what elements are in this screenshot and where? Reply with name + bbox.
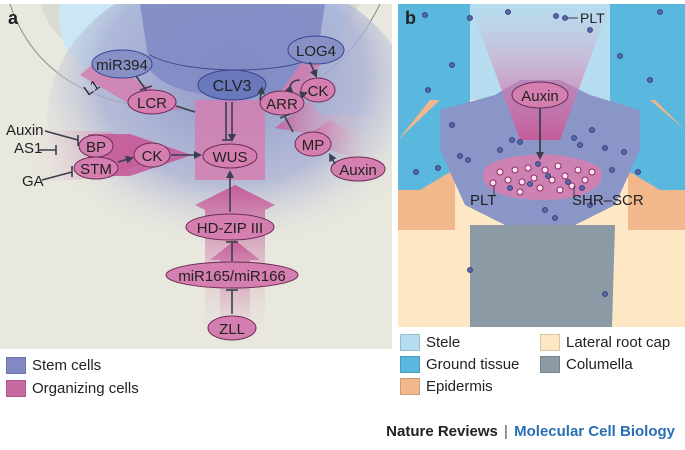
ck-mid-label: CK (142, 148, 163, 165)
lateral-root-cap-label: Lateral root cap (566, 334, 671, 351)
arr-label: ARR (266, 96, 298, 113)
organizing-cells-label: Organizing cells (32, 380, 139, 397)
lateral-root-cap-swatch (540, 334, 560, 351)
clv3-label: CLV3 (213, 78, 252, 95)
plt-label: PLT (470, 192, 496, 209)
bp-label: BP (86, 139, 106, 156)
ga-label: GA (22, 173, 44, 190)
mp-label: MP (302, 137, 325, 154)
plt-cluster (489, 162, 596, 196)
legend-lateral-root-cap: Lateral root cap (540, 334, 670, 351)
legend-columella: Columella (540, 356, 633, 373)
hdzip-label: HD-ZIP III (197, 220, 263, 237)
panel-a-connectors (38, 61, 337, 314)
stele-label: Stele (426, 334, 461, 351)
epidermis-swatch (400, 378, 420, 395)
ck-top-label: CK (308, 83, 329, 100)
mir394-label: miR394 (96, 57, 148, 74)
wus-label: WUS (213, 149, 248, 166)
mir165-label: miR165/miR166 (178, 268, 286, 285)
stele-swatch (400, 334, 420, 351)
stem-cells-swatch (6, 357, 26, 374)
shr-scr-label: SHR–SCR (572, 192, 644, 209)
auxin-b-label: Auxin (521, 88, 559, 105)
legend-epidermis: Epidermis (400, 378, 493, 395)
legend-organizing-cells: Organizing cells (6, 380, 139, 397)
zll-label: ZLL (219, 321, 245, 338)
journal-name: Nature Reviews (386, 423, 498, 440)
panel-a-letter: a (8, 8, 19, 28)
legend-stem-cells: Stem cells (6, 357, 101, 374)
columella-label: Columella (566, 356, 633, 373)
auxin-left-label: Auxin (6, 122, 44, 139)
credit-separator: | (504, 423, 508, 440)
legend-ground-tissue: Ground tissue (400, 356, 519, 373)
log4-label: LOG4 (296, 43, 336, 60)
epidermis-label: Epidermis (426, 378, 493, 395)
panel-b-letter: b (405, 8, 416, 28)
organizing-cells-swatch (6, 380, 26, 397)
legend-stele: Stele (400, 334, 460, 351)
plt-dots (413, 9, 663, 297)
panel-b: Auxin PLT PLT SHR–SCR b (398, 4, 685, 327)
ground-tissue-swatch (400, 356, 420, 373)
panel-a: CLV3 miR394 LOG4 L1 LCR CK ARR Auxin AS1… (0, 4, 392, 349)
plt-top-label: PLT (580, 10, 605, 26)
lcr-label: LCR (137, 95, 167, 112)
auxin-right-label: Auxin (339, 162, 377, 179)
ground-tissue-label: Ground tissue (426, 356, 520, 373)
stm-label: STM (80, 161, 112, 178)
journal-credit: Nature Reviews | Molecular Cell Biology (386, 423, 675, 440)
journal-section: Molecular Cell Biology (514, 423, 675, 440)
columella-swatch (540, 356, 560, 373)
as1-label: AS1 (14, 140, 42, 157)
stem-cells-label: Stem cells (32, 357, 102, 374)
